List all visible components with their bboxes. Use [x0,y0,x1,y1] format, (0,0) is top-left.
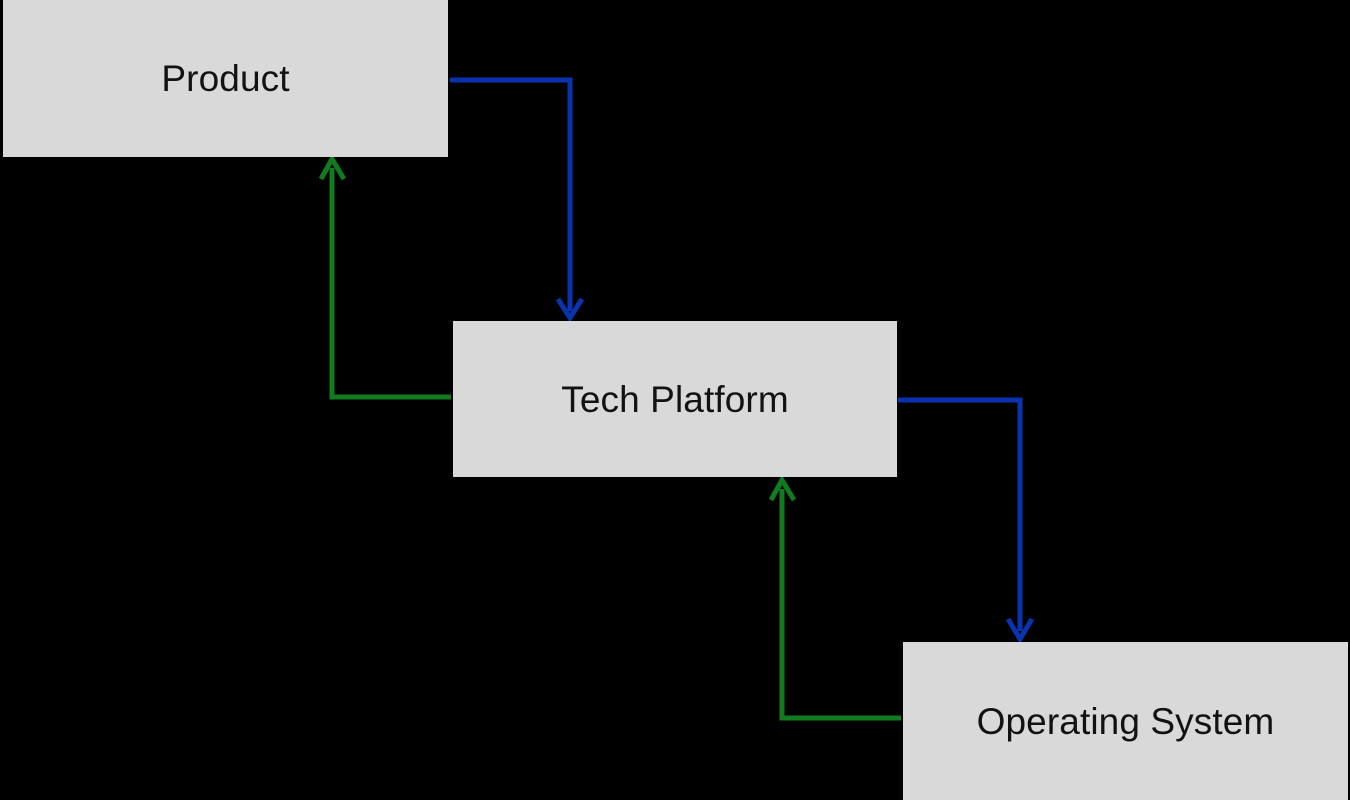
edge-product-to-tech-platform [450,77,585,323]
edge-product-to-tech-platform-line [450,77,573,311]
node-operating-system[interactable]: Operating System [903,642,1348,800]
node-tech-platform-label: Tech Platform [561,378,789,420]
edge-tech-platform-to-product [318,153,451,400]
edge-tech-platform-to-product-line [329,168,451,400]
edge-tech-platform-to-operating-system-arrowhead [1005,617,1035,644]
edge-product-to-tech-platform-arrowhead [555,297,585,323]
node-operating-system-label: Operating System [976,700,1275,742]
edge-tech-platform-to-product-arrowhead [318,153,347,181]
edge-tech-platform-to-operating-system-line [898,397,1023,631]
node-product-label: Product [161,58,290,99]
edge-operating-system-to-tech-platform-arrowhead [768,474,797,502]
node-tech-platform[interactable]: Tech Platform [453,321,897,477]
edge-operating-system-to-tech-platform [768,474,901,721]
edge-tech-platform-to-operating-system [898,397,1035,644]
node-product[interactable]: Product [3,0,448,157]
edge-operating-system-to-tech-platform-line [779,489,901,721]
